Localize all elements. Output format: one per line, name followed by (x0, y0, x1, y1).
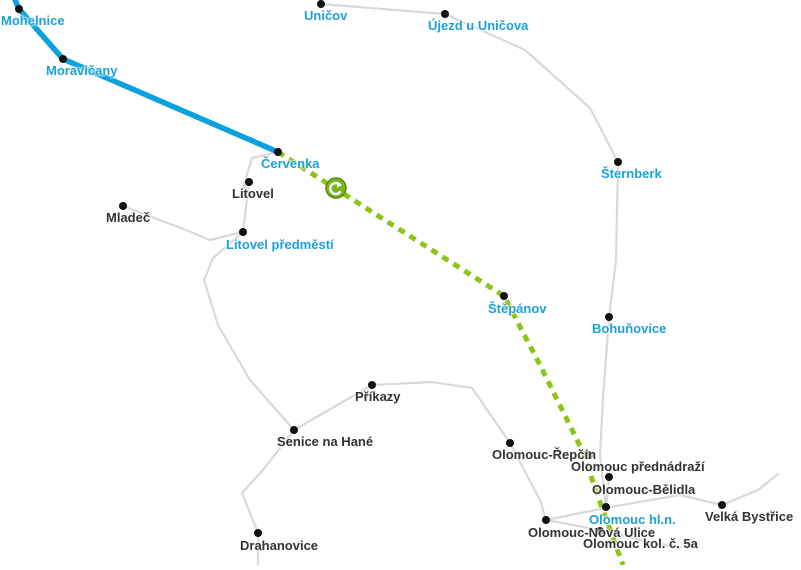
route-active (12, 0, 281, 155)
station-dot-ujezd[interactable] (441, 10, 449, 18)
station-dot-repcin[interactable] (506, 439, 514, 447)
label-velka-bystrice[interactable]: Velká Bystřice (705, 509, 794, 524)
train-direction-icon (329, 181, 342, 196)
station-dot-mladec[interactable] (119, 202, 127, 210)
rail-line-cervenka-litovel (202, 150, 296, 567)
rail-line-velka-bystrice (544, 472, 780, 522)
station-dot-litovel-predmesti[interactable] (239, 228, 247, 236)
station-dot-cervenka[interactable] (274, 148, 282, 156)
label-nova-ulice[interactable]: Olomouc-Nová Ulice (528, 525, 656, 540)
rail-line-mladec (121, 204, 245, 242)
label-bohunovice[interactable]: Bohuňovice (592, 321, 667, 336)
station-dot-stepanov[interactable] (500, 292, 508, 300)
label-repcin[interactable]: Olomouc-Řepčín (492, 447, 597, 462)
label-litovel-predmesti[interactable]: Litovel předměstí (226, 237, 334, 252)
rail-line-belidla (604, 475, 611, 509)
label-ujezd[interactable]: Újezd u Uničova (428, 18, 529, 33)
label-prikazy[interactable]: Příkazy (355, 389, 401, 404)
label-senice[interactable]: Senice na Hané (277, 434, 374, 449)
label-moravicany[interactable]: Moravičany (46, 63, 118, 78)
label-unicov[interactable]: Uničov (304, 8, 348, 23)
label-prednadrazi[interactable]: Olomouc přednádraží (571, 459, 705, 474)
station-dot-kol5a[interactable] (596, 527, 604, 535)
station-dot-nova-ulice[interactable] (542, 516, 550, 524)
rail-line-nova-ulice (544, 518, 682, 550)
station-dot-sternberk[interactable] (614, 158, 622, 166)
station-dot-mohelnice[interactable] (15, 5, 23, 13)
label-mohelnice[interactable]: Mohelnice (1, 13, 65, 28)
rail-network (121, 2, 780, 567)
label-litovel[interactable]: Litovel (232, 186, 274, 201)
label-drahanovice[interactable]: Drahanovice (240, 538, 319, 553)
label-cervenka[interactable]: Červenka (261, 156, 320, 171)
station-dot-velka-bystrice[interactable] (718, 501, 726, 509)
station-dot-prikazy[interactable] (368, 381, 376, 389)
label-kol5a[interactable]: Olomouc kol. č. 5a (583, 536, 698, 551)
station-dot-unicov[interactable] (317, 0, 325, 8)
label-mladec[interactable]: Mladeč (106, 210, 151, 225)
route-planned (276, 149, 626, 566)
label-belidla[interactable]: Olomouc-Bělidla (592, 482, 696, 497)
station-dot-litovel[interactable] (245, 178, 253, 186)
rail-line-unicov-sternberk (319, 2, 620, 512)
station-dot-senice[interactable] (290, 426, 298, 434)
label-hl-n[interactable]: Olomouc hl.n. (589, 512, 676, 527)
station-dots (15, 0, 726, 537)
station-dot-belidla[interactable] (605, 473, 613, 481)
station-dot-hl-n[interactable] (602, 503, 610, 511)
station-dot-prednadrazi[interactable] (585, 451, 593, 459)
station-dot-moravicany[interactable] (59, 55, 67, 63)
station-dot-bohunovice[interactable] (605, 313, 613, 321)
train-marker[interactable] (325, 177, 347, 199)
label-sternberk[interactable]: Šternberk (601, 166, 662, 181)
station-dot-drahanovice[interactable] (254, 529, 262, 537)
label-stepanov[interactable]: Štěpánov (488, 301, 547, 316)
